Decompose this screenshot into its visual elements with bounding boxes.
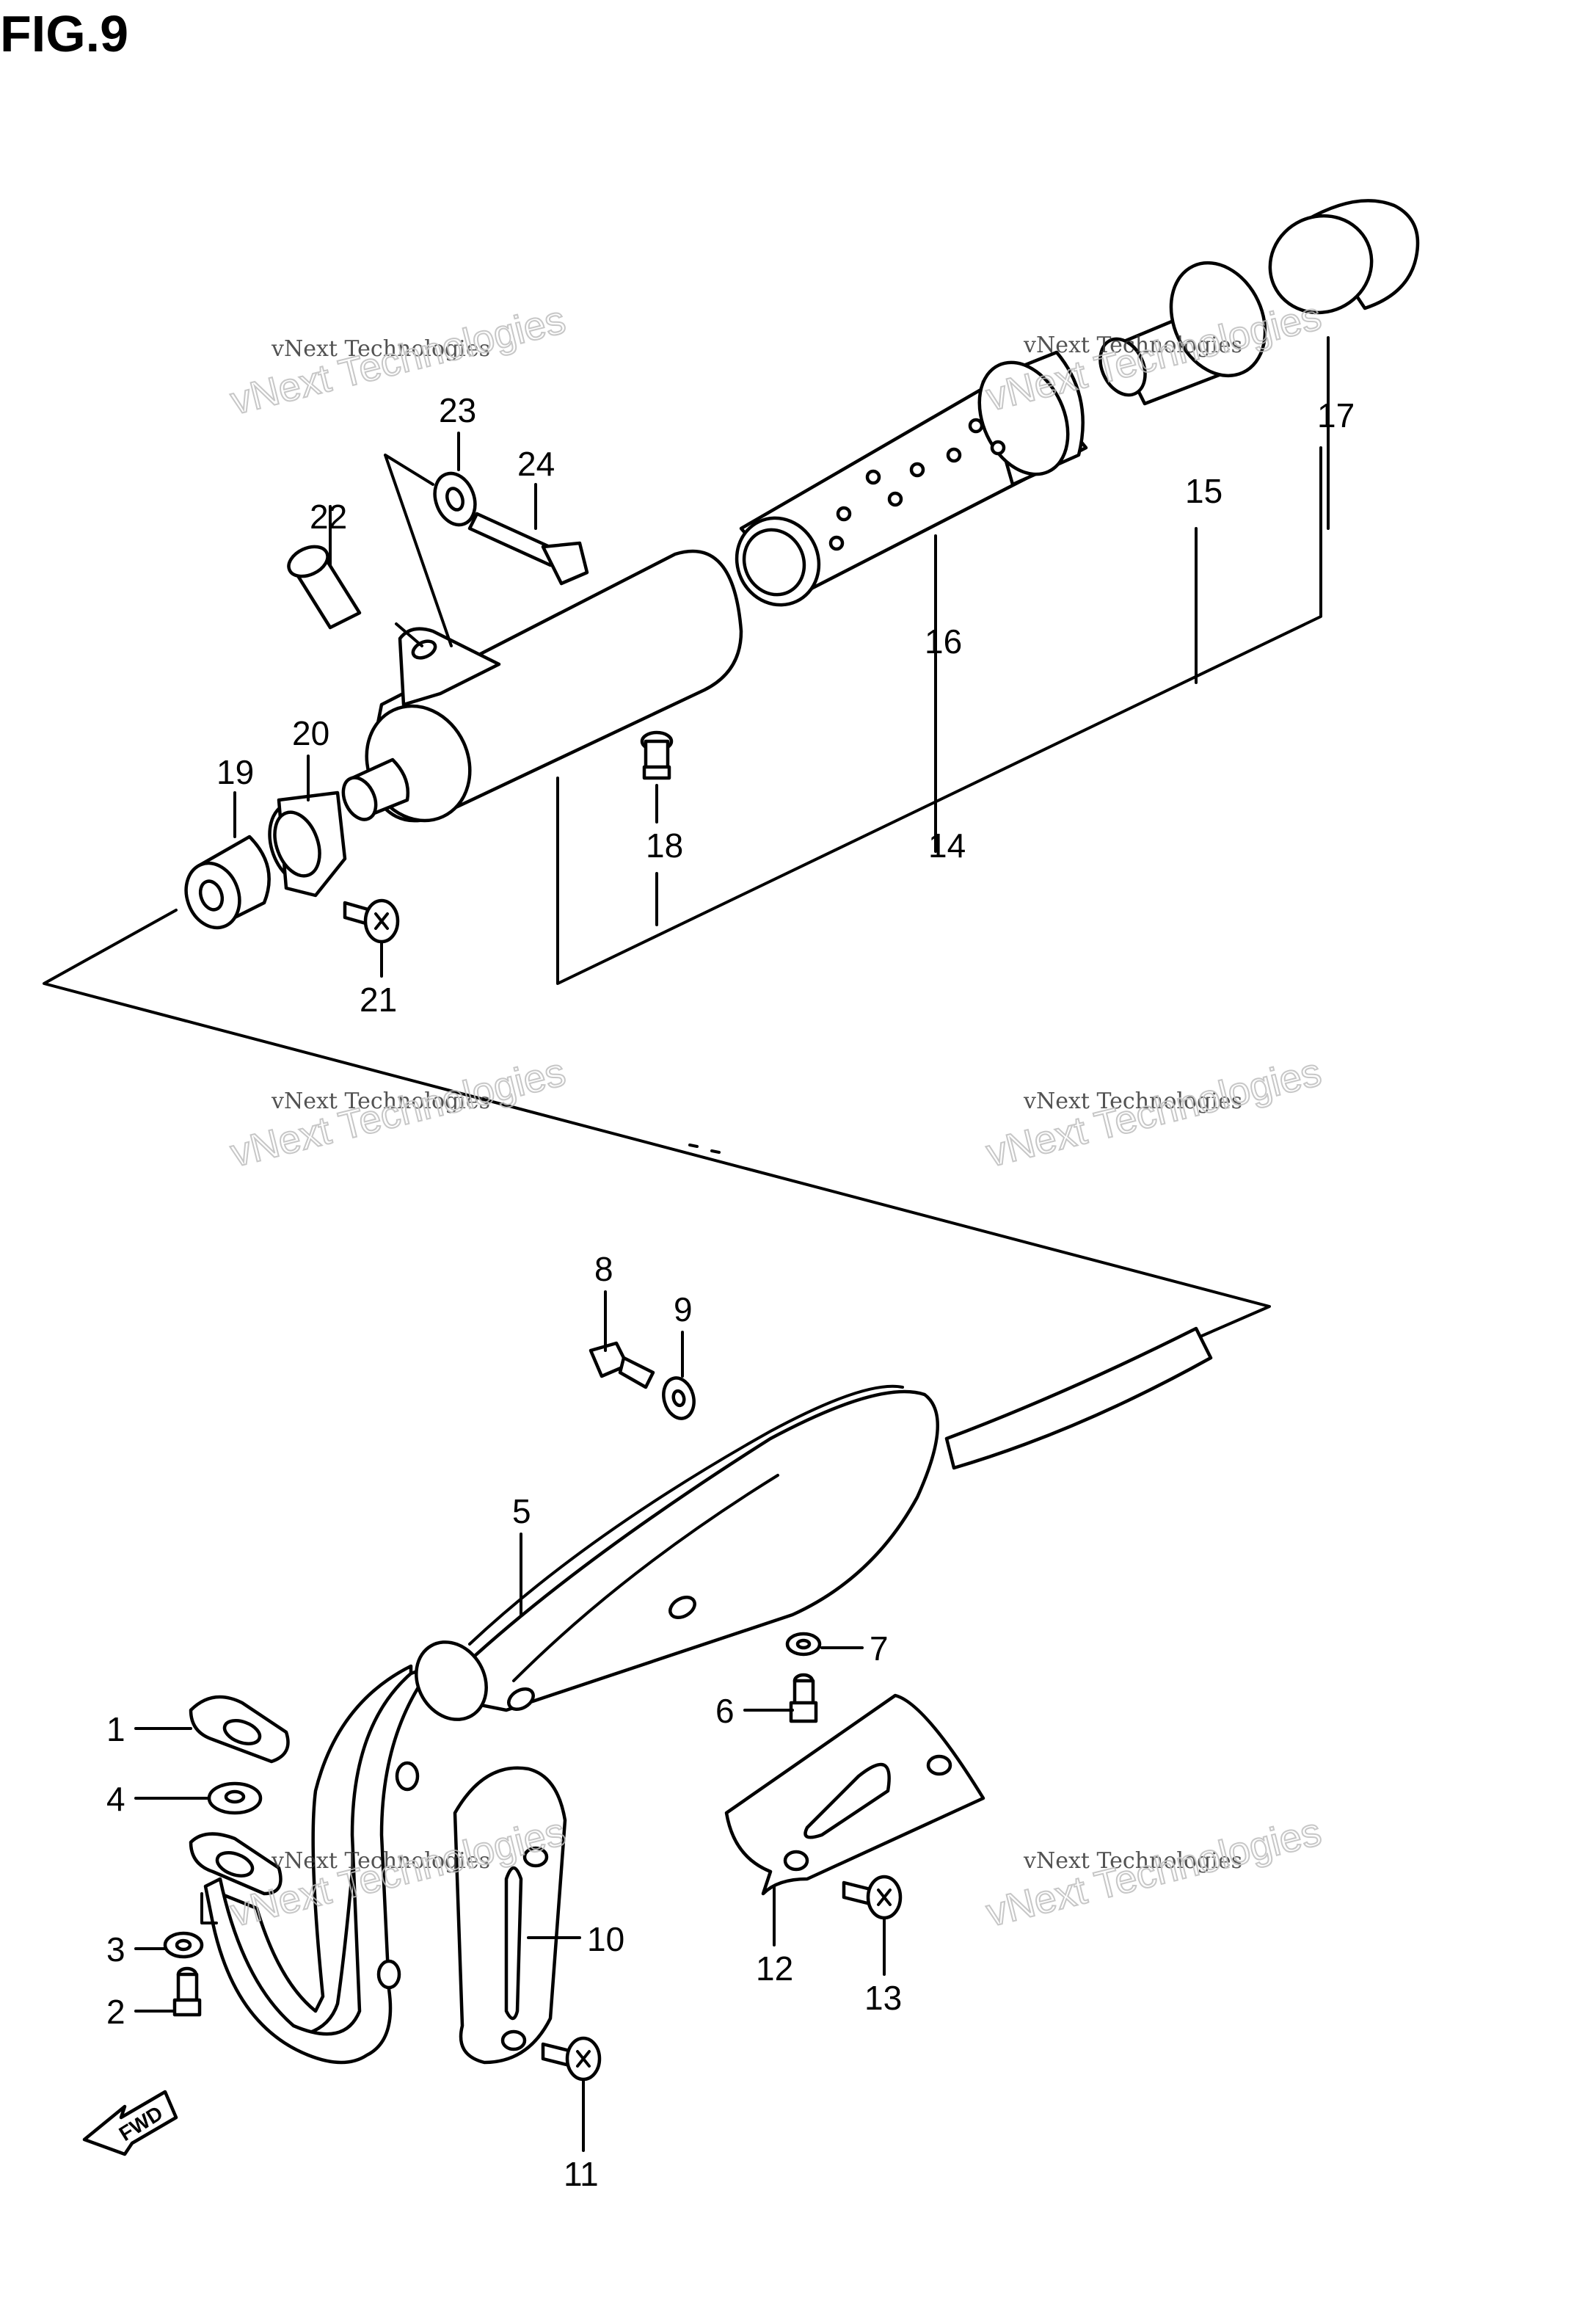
collar-22	[287, 505, 362, 630]
fwd-arrow-icon: FWD	[82, 2090, 178, 2156]
gasket-1	[189, 1695, 290, 1764]
inner-tube-15	[1098, 261, 1267, 406]
bolt-18	[640, 730, 674, 824]
screw-11	[541, 2036, 602, 2082]
bolt-24	[467, 483, 589, 586]
watermark-text: vNext Technologies	[1023, 332, 1242, 358]
flange	[189, 1832, 283, 1924]
watermark-text: vNext Technologies	[271, 1088, 490, 1114]
callout-17: 17	[1317, 396, 1355, 435]
callout-7: 7	[870, 1629, 889, 1668]
callout-23: 23	[439, 391, 476, 429]
callout-10: 10	[587, 1920, 624, 1958]
bolt-8	[589, 1341, 655, 1389]
callout-6: 6	[715, 1692, 735, 1730]
callout-22: 22	[310, 498, 347, 536]
callout-11: 11	[564, 2155, 599, 2193]
callout-24: 24	[517, 445, 555, 483]
washer-4	[207, 1781, 263, 1815]
end-cap-17	[1268, 199, 1420, 315]
callout-21: 21	[360, 981, 397, 1019]
callout-numbers: 1 2 3 4 5 6 7 8 9 10 11 12 13 14 15 16 1…	[106, 391, 1355, 2193]
assembly-connector	[43, 909, 1271, 1345]
callout-3: 3	[106, 1930, 125, 1969]
figure-title: FIG.9	[0, 5, 128, 62]
bolt-6	[789, 1673, 818, 1723]
callout-15: 15	[1185, 472, 1222, 510]
clamp-20	[268, 755, 347, 898]
callout-14: 14	[928, 826, 966, 865]
callout-18: 18	[646, 826, 683, 865]
callout-20: 20	[292, 714, 329, 752]
callout-16: 16	[925, 622, 962, 661]
bracket-14	[556, 446, 1322, 985]
guard-12	[724, 1693, 985, 1896]
washer-9	[662, 1376, 696, 1420]
callout-1: 1	[106, 1710, 125, 1748]
callout-8: 8	[594, 1250, 613, 1288]
watermark-text: vNext Technologies	[1023, 1848, 1242, 1874]
washer-7	[785, 1632, 822, 1657]
callout-19: 19	[216, 753, 254, 791]
callout-5: 5	[512, 1492, 531, 1530]
perforated-pipe	[735, 350, 1088, 607]
leaders-lower	[134, 1290, 886, 2152]
bolt-2	[172, 1966, 202, 2017]
lock-washer-3	[163, 1931, 204, 1959]
screw-21	[343, 898, 400, 978]
callout-2: 2	[106, 1993, 125, 2031]
heat-shield-10	[453, 1766, 567, 2065]
callout-9: 9	[674, 1290, 693, 1328]
silencer-body	[341, 454, 743, 823]
washer-23	[433, 432, 477, 527]
watermark-text: vNext Technologies	[271, 1848, 490, 1874]
watermark-text: vNext Technologies	[271, 336, 490, 362]
screw-13	[842, 1875, 903, 1920]
callout-13: 13	[864, 1979, 902, 2017]
exhaust-pipe-5	[203, 1326, 1213, 2065]
bushing-19	[184, 791, 271, 930]
callout-4: 4	[106, 1780, 125, 1818]
callout-12: 12	[756, 1949, 793, 1988]
watermark-text: vNext Technologies	[1023, 1088, 1242, 1114]
